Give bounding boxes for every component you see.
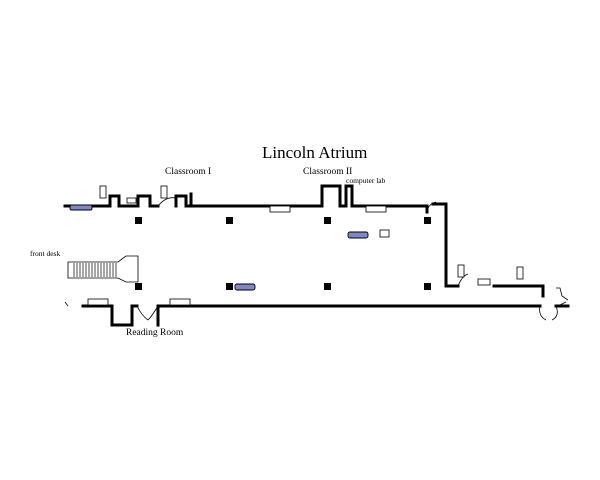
stall-icon	[477, 278, 491, 286]
door-swing-icon	[457, 273, 469, 287]
door-swing-icon	[136, 305, 149, 321]
west-entrance-marker	[64, 301, 69, 307]
pillar-icon	[424, 283, 431, 290]
pillar-icon	[226, 217, 233, 224]
table-icon	[169, 298, 191, 306]
restroom-sign-icon	[160, 185, 168, 199]
restroom-signs	[99, 185, 524, 286]
table-icon	[87, 298, 109, 306]
sofa-icon	[347, 231, 369, 239]
front-desk-stairs	[67, 255, 139, 283]
wall-tables	[87, 205, 390, 306]
door-swings	[136, 197, 558, 321]
lower-wall	[81, 304, 570, 327]
restroom-sign-icon	[457, 264, 465, 278]
pillar-icon	[324, 283, 331, 290]
stairs-outline	[67, 255, 139, 283]
map-title: Lincoln Atrium	[262, 143, 367, 162]
sofa-icon	[234, 283, 256, 291]
door-swing-icon	[426, 201, 437, 213]
door-swing-icon	[147, 305, 159, 321]
label-computer-lab: computer lab	[346, 176, 386, 185]
sofa-icon	[69, 204, 93, 211]
door-swing-icon	[551, 305, 558, 321]
stairs-icon	[73, 263, 117, 277]
restroom-sign-icon	[516, 266, 524, 280]
table-icon	[379, 229, 390, 238]
pillar-icon	[324, 217, 331, 224]
pillar-icon	[424, 217, 431, 224]
door-swing-icon	[539, 305, 547, 321]
pillar-icon	[226, 283, 233, 290]
east-entrance-outline	[556, 287, 569, 307]
stall-icon	[126, 197, 137, 204]
table-icon	[269, 205, 291, 213]
table-icon	[365, 205, 387, 213]
sofas	[69, 204, 369, 291]
pillar-icon	[135, 217, 142, 224]
label-front-desk: front desk	[30, 249, 60, 258]
restroom-sign-icon	[99, 185, 107, 199]
label-classroom-1: Classroom I	[165, 167, 211, 177]
pillar-icon	[135, 283, 142, 290]
pillars	[135, 217, 431, 290]
label-reading-room: Reading Room	[126, 328, 184, 338]
upper-wall	[63, 184, 545, 298]
label-classroom-2: Classroom II	[303, 167, 352, 177]
door-swing-icon	[157, 197, 177, 207]
